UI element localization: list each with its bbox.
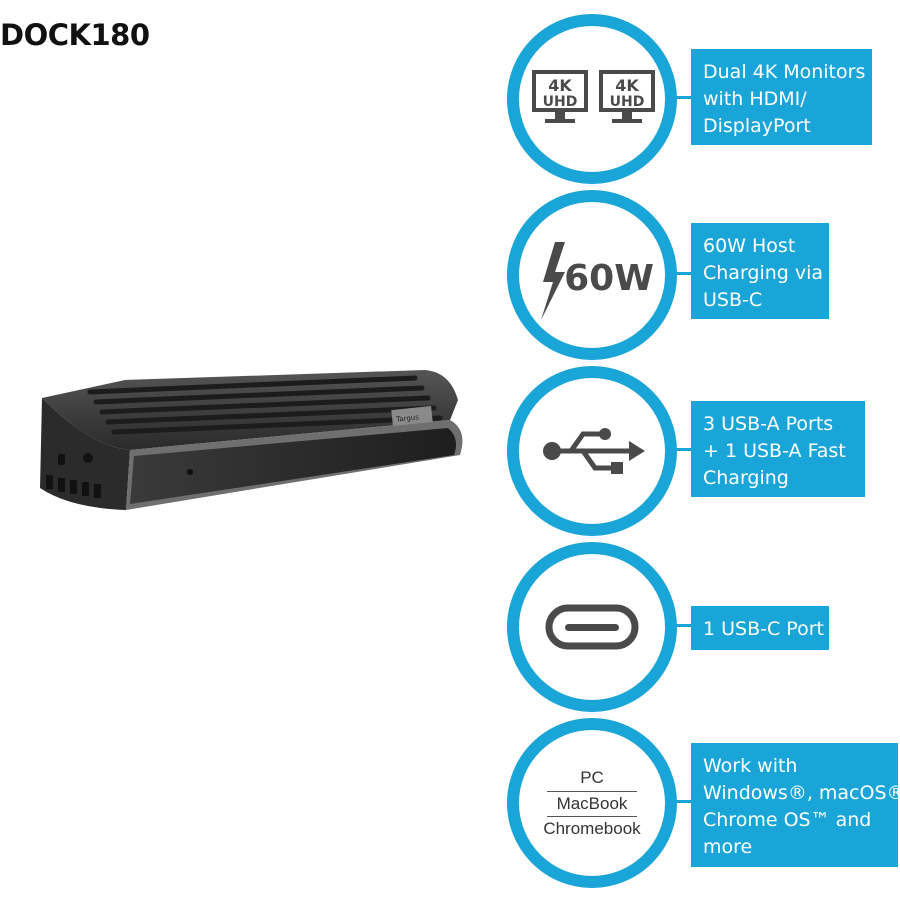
feature-label: Work with Windows®, macOS®, Chrome OS™ a… xyxy=(691,743,900,867)
connector-line xyxy=(670,800,694,803)
feature-circle: PC MacBook Chromebook xyxy=(507,718,677,888)
feature-dual-4k: 4K UHD 4K UHD Dual 4K Monitors with HDMI… xyxy=(500,14,900,184)
feature-os-compatibility: PC MacBook Chromebook Work with Windows®… xyxy=(500,718,900,888)
icon-text-uhd-left: UHD xyxy=(543,94,578,110)
connector-line xyxy=(670,96,694,99)
feature-usb-c-port: 1 USB-C Port xyxy=(500,542,900,712)
connector-line xyxy=(670,448,694,451)
divider xyxy=(547,791,637,792)
feature-label: Dual 4K Monitors with HDMI/ DisplayPort xyxy=(691,49,872,145)
usb-symbol-icon xyxy=(543,428,645,474)
label-line: with HDMI/ xyxy=(703,88,807,110)
usb-c-port-icon xyxy=(545,604,639,650)
os-macbook: MacBook xyxy=(556,794,628,813)
label-line: 3 USB-A Ports xyxy=(703,413,834,435)
label-line: Work with xyxy=(703,755,798,777)
connector-line xyxy=(670,272,694,275)
feature-60w-charging: 60W 60W Host Charging via USB-C xyxy=(500,190,900,360)
label-line: + 1 USB-A Fast xyxy=(703,440,846,462)
feature-label: 3 USB-A Ports + 1 USB-A Fast Charging xyxy=(691,401,865,497)
dual-4k-monitor-icon: 4K UHD 4K UHD xyxy=(532,70,655,123)
feature-circle: 60W xyxy=(507,190,677,360)
dock-logo-text: Targus xyxy=(395,413,420,423)
label-line: 1 USB-C Port xyxy=(703,618,824,640)
icon-text-4k-right: 4K xyxy=(615,76,639,95)
lightning-bolt-icon: 60W xyxy=(541,242,654,320)
label-line: DisplayPort xyxy=(703,115,811,137)
icon-text-4k-left: 4K xyxy=(548,76,572,95)
os-pc: PC xyxy=(580,768,604,787)
icon-text-60w: 60W xyxy=(564,258,654,299)
label-line: USB-C xyxy=(703,289,763,311)
icon-text-uhd-right: UHD xyxy=(610,94,645,110)
label-line: Chrome OS™ and xyxy=(703,809,872,831)
product-title: DOCK180 xyxy=(0,18,150,52)
feature-circle xyxy=(507,542,677,712)
feature-usb-a-ports: 3 USB-A Ports + 1 USB-A Fast Charging xyxy=(500,366,900,536)
label-line: Charging via xyxy=(703,262,824,284)
feature-circle xyxy=(507,366,677,536)
label-line: Charging xyxy=(703,467,789,489)
connector-line xyxy=(670,624,694,627)
os-chromebook: Chromebook xyxy=(543,819,641,838)
divider xyxy=(547,816,637,817)
feature-circle: 4K UHD 4K UHD xyxy=(507,14,677,184)
label-line: Dual 4K Monitors xyxy=(703,61,866,83)
label-line: more xyxy=(703,836,753,858)
docking-station-image: Targus xyxy=(40,370,463,510)
label-line: Windows®, macOS®, xyxy=(703,782,900,804)
feature-label: 1 USB-C Port xyxy=(691,606,829,650)
label-line: 60W Host xyxy=(703,235,796,257)
feature-label: 60W Host Charging via USB-C xyxy=(691,223,829,319)
